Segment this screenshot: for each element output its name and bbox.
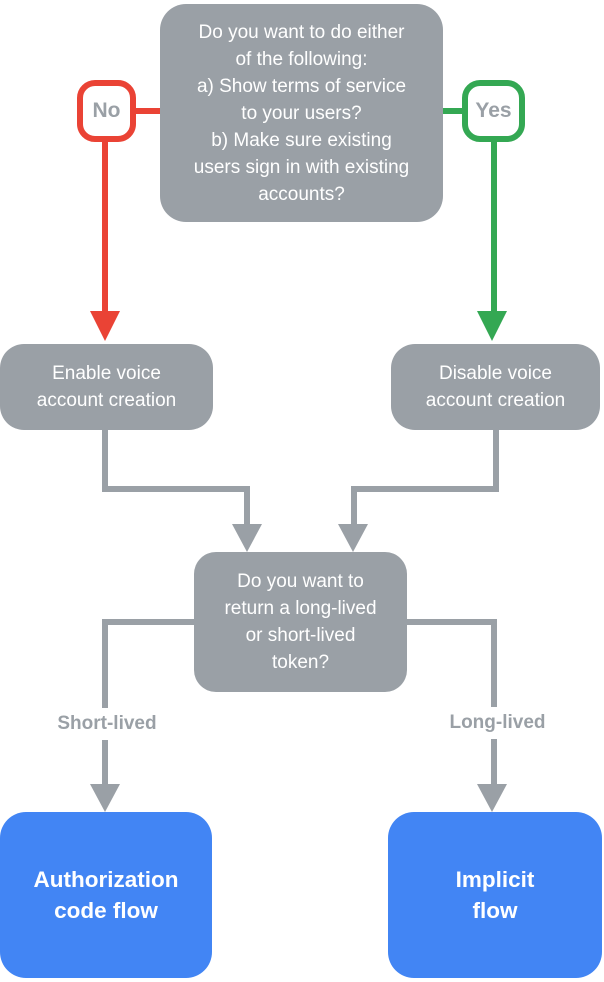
long-lived-branch-label: Long-lived (410, 707, 585, 739)
short-lived-branch-label: Short-lived (22, 708, 192, 740)
enable-to-token-arrowhead-icon (232, 524, 262, 552)
long-lived-arrowhead-icon (477, 784, 507, 812)
disable-to-token-connector-v1 (493, 430, 499, 492)
no-branch-arrowhead-icon (90, 311, 120, 341)
implicit-flow-node: Implicit flow (388, 812, 602, 978)
disable-to-token-connector-h (351, 486, 499, 492)
disable-voice-account-creation-node: Disable voice account creation (391, 344, 600, 430)
enable-to-token-connector-h (102, 486, 250, 492)
yes-branch-connector-vertical (491, 140, 497, 312)
long-lived-connector-vertical (491, 619, 497, 785)
disable-to-token-connector-v2 (351, 486, 357, 526)
no-branch-connector-horizontal (136, 108, 160, 114)
disable-to-token-arrowhead-icon (338, 524, 368, 552)
yes-branch-arrowhead-icon (477, 311, 507, 341)
authorization-code-flow-node: Authorization code flow (0, 812, 212, 978)
short-lived-connector-horizontal (102, 619, 194, 625)
answer-no-badge: No (77, 80, 136, 142)
answer-yes-badge: Yes (462, 80, 525, 142)
no-branch-connector-vertical (102, 140, 108, 312)
enable-voice-account-creation-node: Enable voice account creation (0, 344, 213, 430)
decision-terms-of-service-node: Do you want to do either of the followin… (160, 4, 443, 222)
long-lived-connector-horizontal (407, 619, 497, 625)
enable-to-token-connector-v1 (102, 430, 108, 492)
enable-to-token-connector-v2 (244, 486, 250, 526)
yes-branch-connector-horizontal (443, 108, 462, 114)
decision-token-lifetime-node: Do you want to return a long-lived or sh… (194, 552, 407, 692)
short-lived-connector-vertical (102, 619, 108, 785)
short-lived-arrowhead-icon (90, 784, 120, 812)
